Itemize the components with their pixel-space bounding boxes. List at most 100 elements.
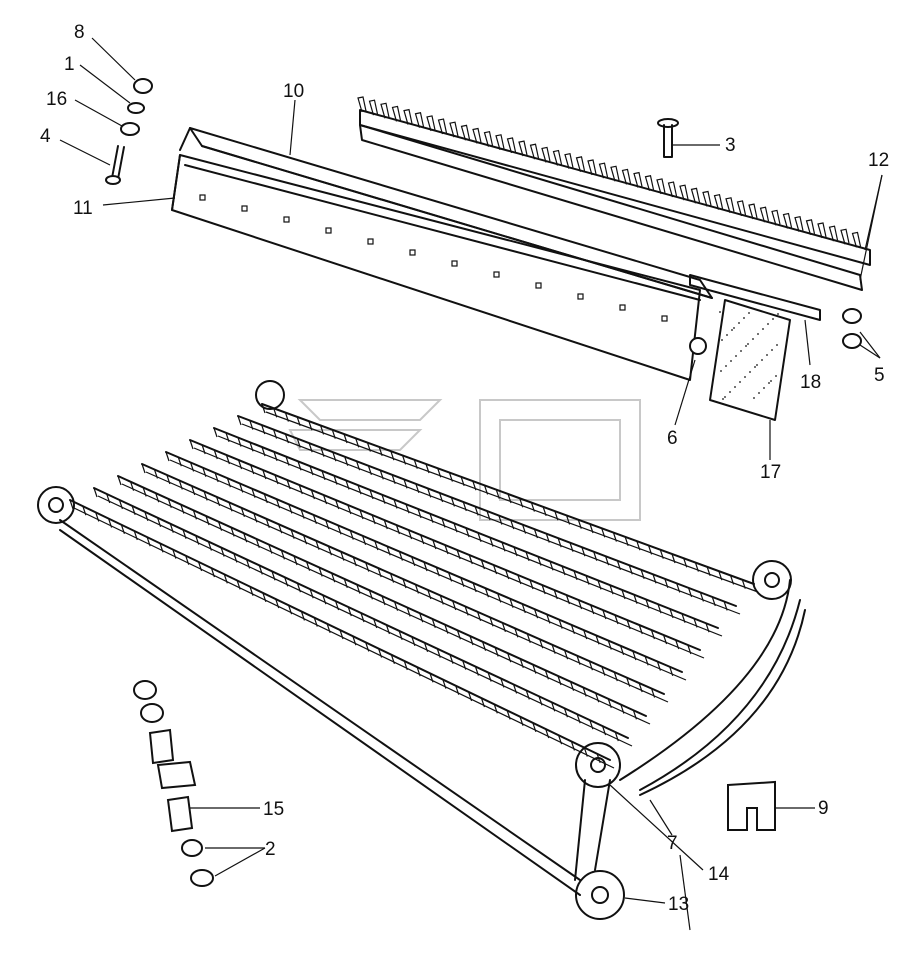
grate-finger <box>82 506 87 516</box>
comb-tooth <box>541 146 551 163</box>
grate-finger <box>687 644 692 655</box>
grate-finger <box>108 518 113 528</box>
grate-finger <box>308 420 313 431</box>
plate-speckle <box>739 381 741 383</box>
grate-finger <box>95 512 100 522</box>
grate-finger <box>178 480 183 490</box>
grate-finger <box>357 484 362 495</box>
grate-finger <box>519 498 524 508</box>
grate-finger <box>213 427 218 438</box>
grate-finger <box>403 479 408 489</box>
grate-finger <box>379 470 384 480</box>
grate-finger <box>182 529 187 539</box>
grate-finger <box>390 654 395 664</box>
plate-speckle <box>720 370 722 372</box>
grate-finger <box>249 586 254 596</box>
grate-finger <box>539 639 544 649</box>
grate-finger <box>285 456 290 466</box>
grate-finger <box>570 741 575 751</box>
channel-hole <box>577 293 584 300</box>
grate-finger <box>297 461 302 471</box>
grate-finger <box>429 513 434 523</box>
grate-finger <box>581 547 586 557</box>
comb-tooth <box>506 137 517 154</box>
grate-finger <box>573 570 578 581</box>
grate-finger <box>394 601 399 611</box>
grate-finger <box>352 556 357 567</box>
grate-bar-edge <box>145 471 669 703</box>
plate-speckle <box>761 359 763 361</box>
grate-finger <box>180 504 185 514</box>
grate-finger <box>494 647 499 657</box>
callout-labels: 8 1 16 4 11 10 3 12 5 18 6 17 9 7 14 13 … <box>40 22 889 915</box>
grate-finger <box>582 687 587 697</box>
comb-tooth <box>621 168 632 185</box>
curved-strip-part-7 <box>639 609 806 796</box>
grate-finger <box>223 574 228 584</box>
grate-finger <box>472 480 477 491</box>
grate-finger <box>514 628 519 638</box>
grate-finger <box>602 609 607 620</box>
grate-finger <box>298 484 303 495</box>
channel-hole <box>535 282 542 289</box>
grate-finger <box>190 462 195 472</box>
grate-finger <box>546 614 551 624</box>
comb-strip-part-12 <box>357 96 871 291</box>
grate-finger <box>718 570 723 581</box>
angle-channel-part-11 <box>171 154 701 381</box>
grate-finger <box>233 553 238 563</box>
grate-finger <box>427 488 432 498</box>
grate-finger <box>484 588 489 598</box>
grate-finger <box>669 666 674 676</box>
grate-finger <box>585 575 590 585</box>
grate-finger <box>347 606 352 617</box>
comb-tooth <box>633 171 643 188</box>
comb-tooth <box>483 130 494 147</box>
grate-finger <box>453 523 458 533</box>
grate-finger <box>529 579 534 590</box>
callout-11: 11 <box>73 198 93 219</box>
grate-finger <box>607 698 612 709</box>
grate-finger <box>306 561 311 571</box>
bushings-part-5 <box>842 308 862 349</box>
grate-finger <box>521 603 526 614</box>
grate-finger <box>549 561 554 571</box>
grate-finger <box>276 498 281 509</box>
comb-tooth <box>426 115 436 132</box>
grate-finger <box>332 452 337 462</box>
plate-speckle <box>762 328 764 330</box>
grate-finger <box>484 485 489 495</box>
grate-finger <box>500 678 505 688</box>
comb-tooth <box>368 99 379 116</box>
grate-finger <box>303 535 308 545</box>
plate-speckle <box>767 323 769 325</box>
grate-finger <box>189 439 194 450</box>
grate-finger <box>195 535 200 545</box>
channel-hole <box>661 315 668 322</box>
grate-finger <box>141 463 146 474</box>
plate-speckle <box>726 334 728 336</box>
grate-finger <box>369 489 374 500</box>
grate-finger <box>429 673 434 683</box>
grate-finger <box>545 533 550 543</box>
comb-tooth <box>690 187 701 204</box>
plate-speckle <box>731 329 733 331</box>
callout-17: 17 <box>760 462 781 483</box>
grate-finger <box>214 472 219 483</box>
grate-finger <box>425 463 430 474</box>
grate-finger <box>569 542 574 552</box>
grate-finger <box>613 671 618 682</box>
grate-finger <box>460 577 465 587</box>
grate-bar-edge <box>193 447 705 659</box>
grate-finger <box>220 547 225 557</box>
callout-13: 13 <box>668 894 689 915</box>
grate-finger <box>386 546 391 556</box>
plate-speckle <box>758 392 760 394</box>
grate-finger <box>477 532 482 542</box>
grate-finger <box>216 496 221 507</box>
leader-lines <box>59 37 883 931</box>
grate-finger <box>210 567 215 578</box>
grate-finger <box>365 562 370 572</box>
grate-finger <box>616 560 621 570</box>
